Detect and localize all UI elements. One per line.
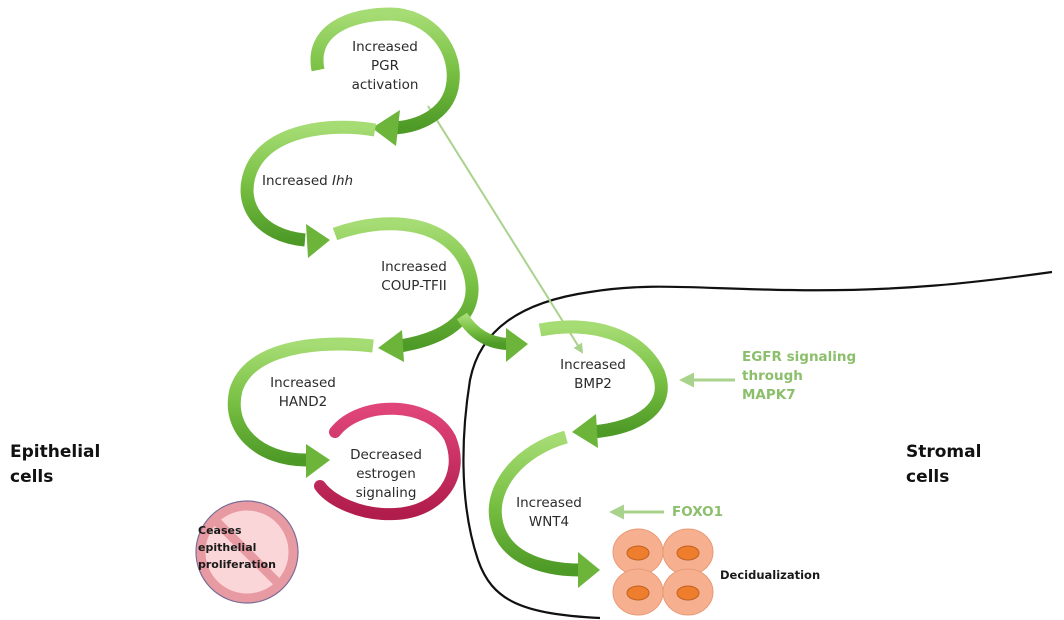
ihh-curved-arrow bbox=[240, 120, 377, 258]
node-pgr: Increased PGR activation bbox=[340, 38, 430, 95]
bmp2-curved-arrow bbox=[538, 320, 668, 448]
node-pgr-line1: Increased bbox=[352, 39, 418, 55]
node-wnt4-line1: Increased bbox=[516, 495, 582, 511]
region-epithelial-label: Epithelial cells bbox=[10, 442, 101, 487]
ceases-line3: proliferation bbox=[198, 558, 276, 571]
node-wnt4: Increased WNT4 bbox=[506, 494, 592, 532]
regulator-foxo1: FOXO1 bbox=[672, 504, 724, 520]
outcome-ceases-proliferation: Ceases epithelial proliferation bbox=[198, 522, 276, 573]
nucleus bbox=[626, 545, 650, 561]
node-bmp2-line1: Increased bbox=[560, 357, 626, 373]
hand2-curved-arrow bbox=[227, 337, 374, 478]
regulator-egfr-line3: MAPK7 bbox=[742, 387, 796, 403]
node-ihh-gene: Ihh bbox=[332, 173, 354, 189]
regulator-egfr: EGFR signaling through MAPK7 bbox=[742, 348, 856, 405]
node-pgr-line2: PGR bbox=[371, 58, 399, 74]
pgr-curved-arrow bbox=[310, 7, 460, 146]
node-hand2-line2: HAND2 bbox=[278, 394, 328, 410]
node-hand2-line1: Increased bbox=[270, 375, 336, 391]
node-estrogen-line3: signaling bbox=[355, 485, 417, 501]
node-coup-line2: COUP-TFII bbox=[381, 278, 447, 294]
node-ihh: Increased Ihh bbox=[262, 172, 392, 191]
node-estrogen-line2: estrogen bbox=[356, 466, 416, 482]
node-estrogen-line1: Decreased bbox=[350, 447, 422, 463]
decidual-cells bbox=[612, 528, 714, 616]
ceases-line1: Ceases bbox=[198, 524, 242, 537]
ceases-line2: epithelial bbox=[198, 541, 257, 554]
nucleus bbox=[676, 585, 700, 601]
estrogen-ring bbox=[314, 402, 461, 521]
node-bmp2: Increased BMP2 bbox=[548, 356, 638, 394]
region-stromal-label: Stromal cells bbox=[906, 442, 982, 487]
node-estrogen: Decreased estrogen signaling bbox=[336, 446, 436, 503]
node-pgr-line3: activation bbox=[351, 77, 419, 93]
pgr-to-bmp2-arrow bbox=[427, 105, 584, 354]
wnt4-curved-arrow bbox=[488, 430, 600, 588]
coup-curved-arrow bbox=[332, 217, 528, 362]
node-ihh-prefix: Increased bbox=[262, 173, 332, 189]
prohibit-icon bbox=[195, 500, 299, 604]
node-coup-tfii: Increased COUP-TFII bbox=[364, 258, 464, 296]
node-hand2: Increased HAND2 bbox=[258, 374, 348, 412]
compartment-boundary bbox=[462, 270, 1053, 620]
regulator-egfr-line2: through bbox=[742, 368, 803, 384]
nucleus bbox=[676, 545, 700, 561]
node-bmp2-line2: BMP2 bbox=[574, 376, 612, 392]
regulator-egfr-line1: EGFR signaling bbox=[742, 349, 857, 365]
node-coup-line1: Increased bbox=[381, 259, 447, 275]
node-wnt4-line2: WNT4 bbox=[528, 514, 570, 530]
nucleus bbox=[626, 585, 650, 601]
outcome-decidualization: Decidualization bbox=[720, 568, 821, 582]
